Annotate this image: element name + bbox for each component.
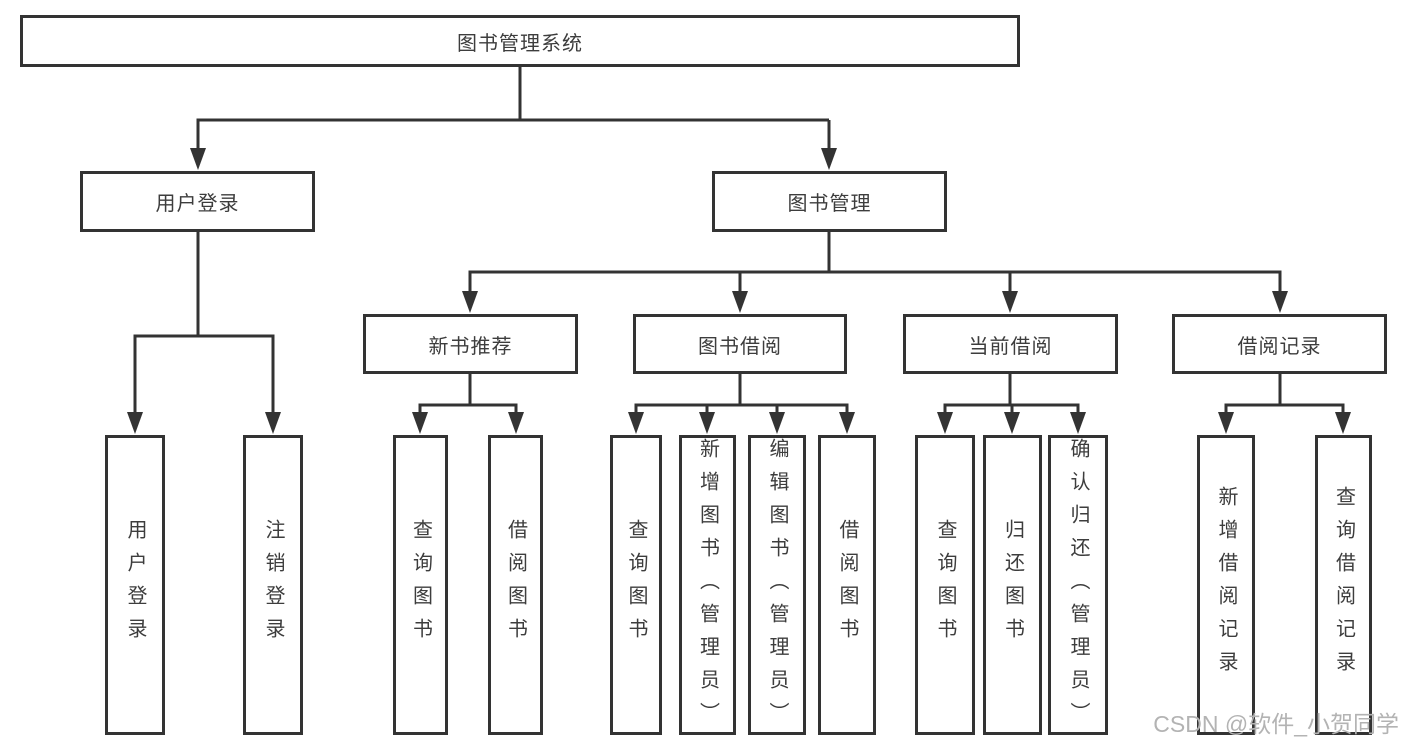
leaf-query-books-current: 查询图书 — [915, 435, 975, 735]
arrowhead-icon — [412, 412, 428, 434]
node-borrowing-records: 借阅记录 — [1172, 314, 1387, 374]
leaf-add-books-admin: 新增图书（管理员） — [679, 435, 736, 735]
node-label: 新增借阅记录 — [1215, 486, 1237, 684]
arrowhead-icon — [937, 412, 953, 434]
node-label: 确认归还（管理员） — [1067, 438, 1089, 735]
arrowheads — [127, 148, 1351, 434]
node-book-management: 图书管理 — [712, 171, 947, 232]
leaf-confirm-return-admin: 确认归还（管理员） — [1048, 435, 1108, 735]
node-label: 新书推荐 — [428, 335, 513, 358]
leaf-query-books-recommend: 查询图书 — [393, 435, 448, 735]
node-label: 当前借阅 — [968, 335, 1053, 358]
arrowhead-icon — [127, 412, 143, 434]
connector-borrow-record-group — [1224, 373, 1345, 416]
arrowhead-icon — [190, 148, 206, 170]
leaf-query-borrow-records: 查询借阅记录 — [1315, 435, 1372, 735]
node-label: 用户登录 — [124, 519, 146, 651]
arrowhead-icon — [1272, 291, 1288, 313]
arrowhead-icon — [1218, 412, 1234, 434]
node-current-borrowing: 当前借阅 — [903, 314, 1118, 374]
node-book-borrowing: 图书借阅 — [633, 314, 847, 374]
leaf-user-login: 用户登录 — [105, 435, 165, 735]
node-label: 借阅图书 — [504, 519, 527, 651]
leaf-borrow-books-recommend: 借阅图书 — [488, 435, 543, 735]
connector-new-book-group — [418, 373, 518, 416]
arrowhead-icon — [699, 412, 715, 434]
connector-current-borrow-group — [943, 373, 1080, 416]
connector-user-login-group — [133, 232, 275, 416]
arrowhead-icon — [628, 412, 644, 434]
node-label: 归还图书 — [1001, 519, 1024, 651]
arrowhead-icon — [821, 148, 837, 170]
leaf-add-borrow-record: 新增借阅记录 — [1197, 435, 1255, 735]
node-label: 借阅图书 — [836, 519, 858, 651]
leaf-logout: 注销登录 — [243, 435, 303, 735]
node-label: 图书管理系统 — [457, 32, 583, 55]
node-label: 查询图书 — [409, 519, 432, 651]
arrowhead-icon — [769, 412, 785, 434]
arrowhead-icon — [462, 291, 478, 313]
arrowhead-icon — [1335, 412, 1351, 434]
node-label: 图书借阅 — [698, 335, 782, 358]
connector-book-management-group — [468, 232, 1282, 296]
arrowhead-icon — [508, 412, 524, 434]
arrowhead-icon — [1070, 412, 1086, 434]
arrowhead-icon — [265, 412, 281, 434]
node-label: 查询图书 — [625, 519, 647, 651]
connector-root-to-level2 — [196, 67, 831, 152]
node-label: 注销登录 — [262, 519, 284, 651]
leaf-borrow-books: 借阅图书 — [818, 435, 876, 735]
node-label: 编辑图书（管理员） — [766, 438, 788, 735]
arrowhead-icon — [732, 291, 748, 313]
node-user-login: 用户登录 — [80, 171, 315, 232]
leaf-return-books: 归还图书 — [983, 435, 1042, 735]
node-label: 查询借阅记录 — [1332, 486, 1355, 684]
node-library-management-system: 图书管理系统 — [20, 15, 1020, 67]
node-label: 借阅记录 — [1237, 335, 1322, 358]
arrowhead-icon — [1004, 412, 1020, 434]
node-label: 查询图书 — [934, 519, 956, 651]
arrowhead-icon — [839, 412, 855, 434]
leaf-query-books-borrow: 查询图书 — [610, 435, 662, 735]
node-label: 图书管理 — [787, 193, 872, 215]
arrowhead-icon — [1002, 291, 1018, 313]
connector-book-borrow-group — [634, 373, 849, 416]
csdn-watermark: CSDN @软件_小贺同学 — [1153, 711, 1399, 737]
node-label: 新增图书（管理员） — [696, 438, 719, 735]
leaf-edit-books-admin: 编辑图书（管理员） — [748, 435, 806, 735]
node-new-book-recommendation: 新书推荐 — [363, 314, 578, 374]
node-label: 用户登录 — [155, 193, 240, 215]
